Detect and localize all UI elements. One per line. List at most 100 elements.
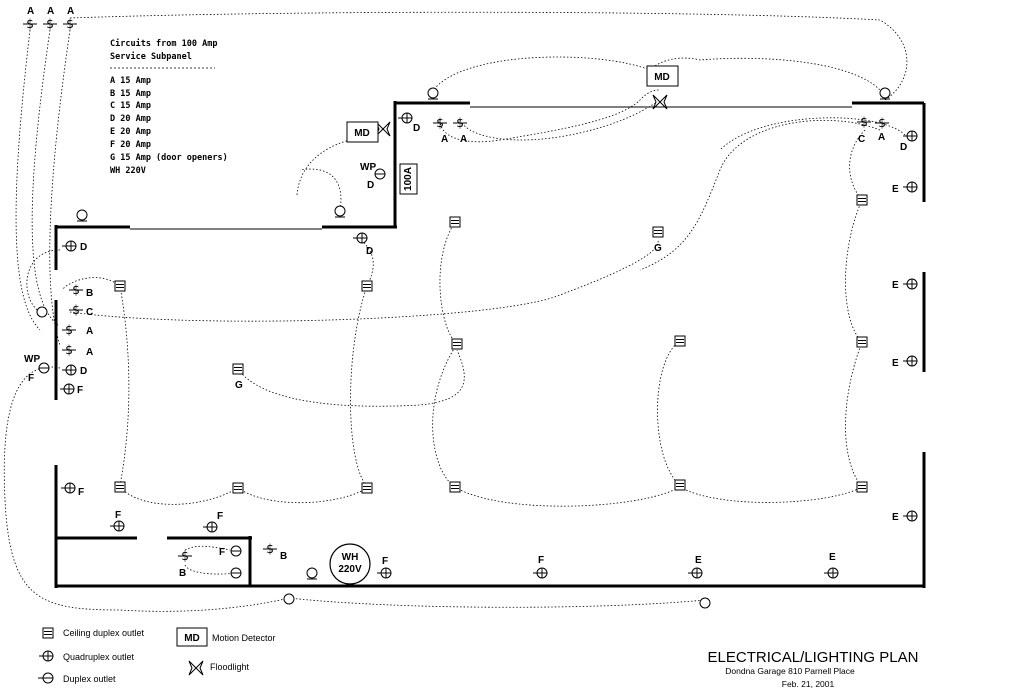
- ceiling-outlet: [232, 363, 244, 375]
- label-a: A: [86, 347, 93, 358]
- wall-lamp: [36, 306, 48, 318]
- quad-outlet: [202, 521, 218, 533]
- motion-detector: MD: [346, 121, 379, 143]
- circuit-labels: A A A A A A C D D D WP D D E E E E E E G…: [24, 6, 907, 579]
- quad-outlet: [902, 355, 918, 367]
- quad-outlet: [59, 383, 75, 395]
- wall-lamp: [306, 567, 318, 580]
- ceiling-outlet: [361, 280, 373, 292]
- circuit-row: C 15 Amp: [110, 101, 151, 111]
- label-a: A: [878, 132, 885, 143]
- label-a: A: [27, 6, 34, 17]
- ceiling-outlet: [451, 338, 463, 350]
- water-heater: WH 220V: [329, 543, 371, 585]
- label-d: D: [366, 246, 373, 257]
- legend-md-icon: [176, 627, 208, 647]
- schedule-subtitle: Service Subpanel: [110, 51, 192, 62]
- label-d: D: [367, 180, 374, 191]
- quad-outlet: [532, 567, 548, 579]
- circuit-row: WH 220V: [110, 166, 146, 176]
- label-g: G: [235, 380, 243, 391]
- title-block: ELECTRICAL/LIGHTING PLAN Dondna Garage 8…: [708, 649, 919, 689]
- label-wp: WP: [360, 162, 376, 173]
- quad-outlet: [109, 520, 125, 532]
- legend-duplex-label: Duplex outlet: [63, 674, 116, 684]
- quad-outlet: [61, 240, 77, 252]
- switch-a: [62, 16, 78, 32]
- switch-a: [874, 115, 890, 131]
- exterior-lamp: [699, 597, 711, 609]
- schedule-title: Circuits from 100 Amp: [110, 38, 217, 49]
- label-f: F: [28, 373, 34, 384]
- label-a: A: [86, 326, 93, 337]
- legend-flood-icon: [188, 660, 204, 676]
- md-label: MD: [354, 128, 370, 139]
- label-b: B: [86, 288, 93, 299]
- ceiling-outlets: [114, 194, 868, 494]
- ceiling-outlet: [449, 216, 461, 228]
- switch-a: [61, 342, 77, 358]
- label-b: B: [179, 568, 186, 579]
- label-f: F: [78, 487, 84, 498]
- label-a: A: [441, 134, 448, 145]
- md-label: MD: [654, 72, 670, 83]
- ceiling-outlet: [856, 194, 868, 206]
- quad-outlet: [60, 482, 76, 494]
- legend-ceiling-label: Ceiling duplex outlet: [63, 628, 145, 638]
- ceiling-outlet: [674, 479, 686, 491]
- circuit-row: A 15 Amp: [110, 76, 151, 86]
- quad-outlet: [902, 278, 918, 290]
- ceiling-outlet: [449, 481, 461, 493]
- subpanel-100a: 100A: [399, 163, 418, 195]
- duplex-outlets: [38, 168, 386, 579]
- legend-md-box: MD: [184, 633, 200, 644]
- ceiling-outlet: [114, 481, 126, 493]
- plan-title: ELECTRICAL/LIGHTING PLAN: [708, 649, 919, 666]
- label-e: E: [892, 512, 899, 523]
- quad-outlet: [61, 364, 77, 376]
- label-f: F: [77, 385, 83, 396]
- quad-outlet: [902, 130, 918, 142]
- quad-outlet: [376, 567, 392, 579]
- label-a: A: [67, 6, 74, 17]
- label-c: C: [86, 307, 93, 318]
- ceiling-outlet: [361, 482, 373, 494]
- motion-detector: MD: [646, 65, 679, 87]
- label-a: A: [47, 6, 54, 17]
- label-e: E: [892, 358, 899, 369]
- label-d: D: [413, 123, 420, 134]
- legend-duplex-icon: [42, 672, 54, 684]
- quad-outlet: [902, 181, 918, 193]
- wh-voltage: 220V: [338, 564, 362, 575]
- quad-outlet: [352, 232, 368, 244]
- legend-md-label: Motion Detector: [212, 633, 276, 643]
- wh-label: WH: [342, 552, 359, 563]
- exterior-lamp: [283, 593, 295, 605]
- switch-c: [856, 114, 872, 130]
- label-e: E: [892, 184, 899, 195]
- legend-ceiling-icon: [42, 627, 54, 639]
- switch-a: [42, 16, 58, 32]
- ceiling-outlet: [856, 481, 868, 493]
- plan-date: Feb. 21, 2001: [782, 679, 835, 689]
- switch-a: [452, 115, 468, 131]
- building-walls: [54, 101, 926, 588]
- quad-outlet: [823, 567, 839, 579]
- panel-label: 100A: [403, 167, 414, 191]
- label-f: F: [219, 547, 225, 558]
- quad-outlets: [59, 112, 918, 579]
- switch-b: [177, 548, 193, 564]
- circuit-row: E 20 Amp: [110, 127, 151, 137]
- label-d: D: [900, 142, 907, 153]
- circuit-row: F 20 Amp: [110, 140, 151, 150]
- label-e: E: [829, 552, 836, 563]
- switch-a: [61, 322, 77, 338]
- ceiling-outlet: [232, 482, 244, 494]
- label-g: G: [654, 243, 662, 254]
- label-f: F: [538, 555, 544, 566]
- label-a: A: [460, 134, 467, 145]
- label-f: F: [217, 511, 223, 522]
- label-wp: WP: [24, 354, 40, 365]
- label-e: E: [892, 280, 899, 291]
